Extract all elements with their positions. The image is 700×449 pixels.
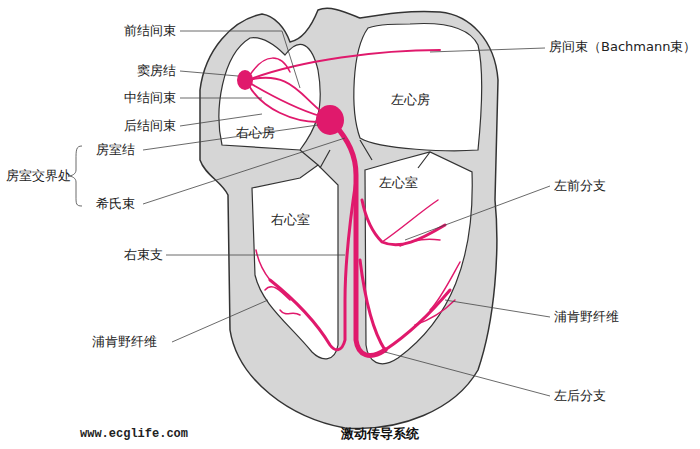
chamber-name: 右心房 — [236, 125, 275, 141]
label-text: 右束支 — [124, 247, 163, 263]
av-node — [316, 105, 344, 135]
label-text: 左前分支 — [554, 178, 606, 194]
chamber-name: 左心房 — [391, 92, 430, 108]
label-text: 浦肯野纤维 — [92, 334, 157, 350]
valve — [300, 140, 430, 168]
chamber-name: 右心室 — [271, 212, 310, 228]
sa-node — [237, 70, 253, 90]
bracket-label: 房室交界处 — [6, 168, 71, 184]
caption: 激动传导系统 — [341, 426, 419, 442]
label-text: 浦肯野纤维 — [554, 309, 619, 325]
label-text: 房间束（Bachmann束） — [549, 39, 696, 55]
label-text: 后结间束 — [124, 118, 176, 134]
label-text: 希氏束 — [96, 196, 135, 212]
left-atrium — [354, 23, 482, 150]
label-text: 窦房结 — [137, 63, 176, 79]
right-atrium — [219, 38, 320, 150]
chamber-name: 左心室 — [379, 175, 418, 191]
right-ventricle — [252, 165, 338, 359]
label-text: 左后分支 — [554, 388, 606, 404]
left-ventricle — [365, 152, 472, 364]
leader-lines — [68, 31, 550, 396]
label-text: 前结间束 — [124, 23, 176, 39]
label-text: 中结间束 — [124, 90, 176, 106]
watermark: www.ecglife.com — [80, 426, 188, 442]
heart-wall — [200, 8, 498, 428]
conduction-system — [248, 50, 460, 355]
label-text: 房室结 — [96, 142, 135, 158]
